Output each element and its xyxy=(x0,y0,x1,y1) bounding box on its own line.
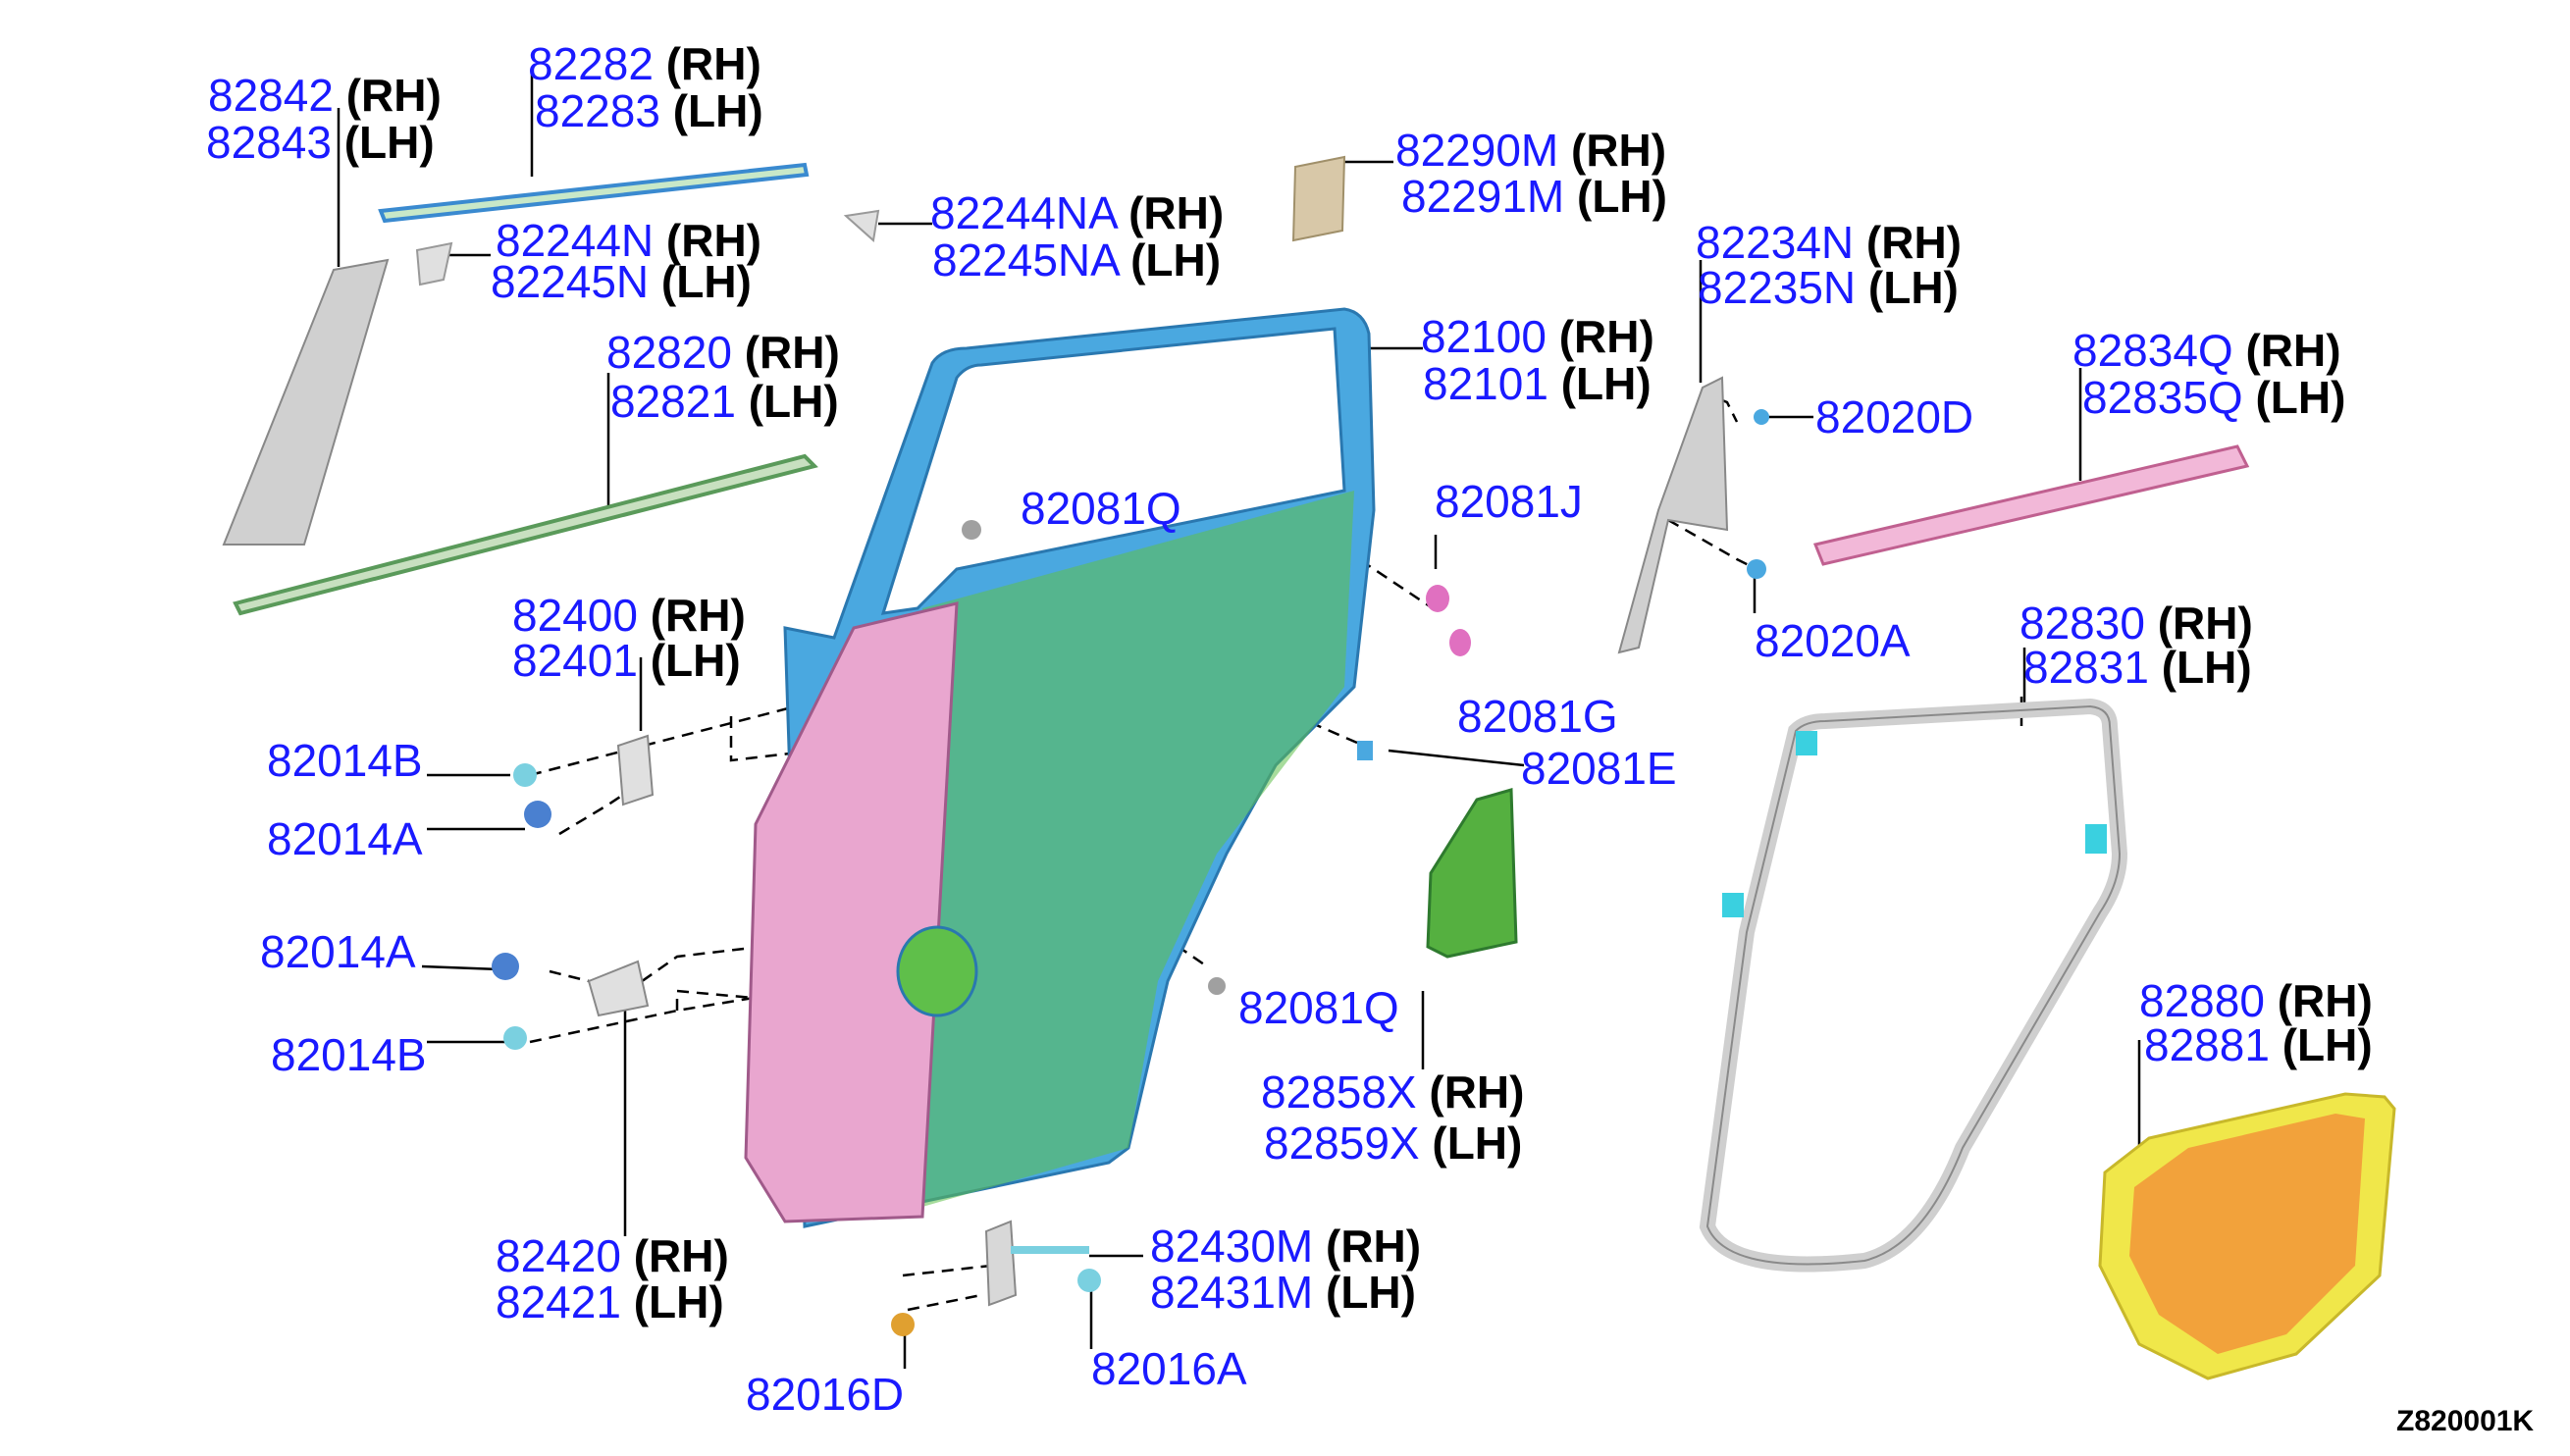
trim-pad-small xyxy=(1291,155,1346,242)
garnish-shape xyxy=(222,258,390,546)
belt-moulding-top xyxy=(378,162,810,224)
callout-82843: 82843 (LH) xyxy=(206,117,435,168)
bolt-82014a-upper xyxy=(524,801,551,828)
callout-82014b-upper: 82014B xyxy=(267,735,423,786)
callout-82014a-upper: 82014A xyxy=(267,813,423,864)
callout-82291m: 82291M (LH) xyxy=(1401,171,1667,222)
door-weatherstrip-edge xyxy=(1705,704,2122,1266)
clip-82081j xyxy=(1426,585,1449,612)
bolt-82016a xyxy=(1077,1269,1101,1292)
clip-82020a xyxy=(1747,559,1766,579)
callout-82245na: 82245NA (LH) xyxy=(932,234,1222,286)
callout-82820: 82820 (RH) xyxy=(606,327,840,378)
callout-82859x: 82859X (LH) xyxy=(1264,1118,1523,1169)
weatherstrip-clip-b xyxy=(1722,893,1744,917)
callout-82880: 82880 (RH) xyxy=(2139,975,2373,1026)
door-window-opening xyxy=(880,327,1346,615)
callout-82245n: 82245N (LH) xyxy=(491,256,752,307)
callout-82020d: 82020D xyxy=(1815,391,1974,442)
callout-82014b-lower: 82014B xyxy=(271,1029,427,1080)
bolt-82014b-lower xyxy=(503,1026,527,1050)
callout-82831: 82831 (LH) xyxy=(2023,642,2252,693)
callout-82858x: 82858X (RH) xyxy=(1261,1066,1525,1118)
upper-hinge xyxy=(616,734,655,806)
callout-82881: 82881 (LH) xyxy=(2144,1019,2373,1070)
callout-82401: 82401 (LH) xyxy=(512,635,741,686)
callout-82834q: 82834Q (RH) xyxy=(2072,325,2341,376)
callout-82400: 82400 (RH) xyxy=(512,590,746,641)
door-inner-panel xyxy=(922,491,1354,1207)
callout-82081q-upper: 82081Q xyxy=(1021,483,1181,534)
callout-82244na: 82244NA (RH) xyxy=(930,187,1225,238)
callout-82081j: 82081J xyxy=(1435,476,1583,527)
outer-moulding xyxy=(233,453,818,616)
clip-82020d xyxy=(1754,409,1769,425)
clip-82081g xyxy=(1449,629,1471,656)
callout-82016d: 82016D xyxy=(746,1369,905,1420)
clip-82081q-lower xyxy=(1208,977,1226,995)
callout-82020a: 82020A xyxy=(1755,615,1911,666)
callout-82830: 82830 (RH) xyxy=(2019,598,2253,649)
callout-82290m: 82290M (RH) xyxy=(1395,125,1667,176)
door-reinforcement xyxy=(744,601,959,1223)
callout-82283: 82283 (LH) xyxy=(535,85,763,136)
insulator-inner xyxy=(2129,1114,2365,1354)
callout-82420: 82420 (RH) xyxy=(496,1230,729,1281)
callout-82235n: 82235N (LH) xyxy=(1698,262,1959,313)
bolt-82016d xyxy=(891,1313,915,1336)
sealing-screen xyxy=(1426,788,1518,959)
callout-82081q-lower: 82081Q xyxy=(1238,982,1399,1033)
callout-82282: 82282 (RH) xyxy=(528,38,761,89)
callout-82100: 82100 (RH) xyxy=(1421,311,1654,362)
speaker-hole xyxy=(896,925,978,1017)
clip-82081q-upper xyxy=(962,520,981,540)
small-bracket-b xyxy=(843,209,880,242)
seal-strip xyxy=(1812,444,2250,566)
bolt-82014a-lower xyxy=(492,953,519,980)
callout-82014a-lower: 82014A xyxy=(260,926,416,977)
callout-82081g: 82081G xyxy=(1457,691,1618,742)
corner-partition xyxy=(1617,376,1729,654)
callout-82430m: 82430M (RH) xyxy=(1150,1221,1422,1272)
callout-82835q: 82835Q (LH) xyxy=(2082,372,2346,423)
callout-82234n: 82234N (RH) xyxy=(1696,217,1962,268)
callout-82081e: 82081E xyxy=(1521,743,1677,794)
lock-rod xyxy=(1011,1246,1089,1254)
weatherstrip-clip-a xyxy=(1796,731,1817,755)
callout-82821: 82821 (LH) xyxy=(610,376,839,427)
door-lock xyxy=(984,1220,1018,1307)
callout-82016a: 82016A xyxy=(1091,1343,1247,1394)
callout-82431m: 82431M (LH) xyxy=(1150,1267,1416,1318)
callout-82421: 82421 (LH) xyxy=(496,1276,724,1327)
callout-82101: 82101 (LH) xyxy=(1423,358,1652,409)
small-bracket-a xyxy=(415,241,453,286)
bolt-82014b-upper xyxy=(513,763,537,787)
callout-82244n: 82244N (RH) xyxy=(496,215,761,266)
clip-82081e xyxy=(1357,741,1373,760)
diagram-code: Z820001K xyxy=(2396,1405,2535,1437)
weatherstrip-clip-c xyxy=(2085,824,2107,854)
lower-hinge xyxy=(587,960,650,1017)
callout-82842: 82842 (RH) xyxy=(208,70,442,121)
